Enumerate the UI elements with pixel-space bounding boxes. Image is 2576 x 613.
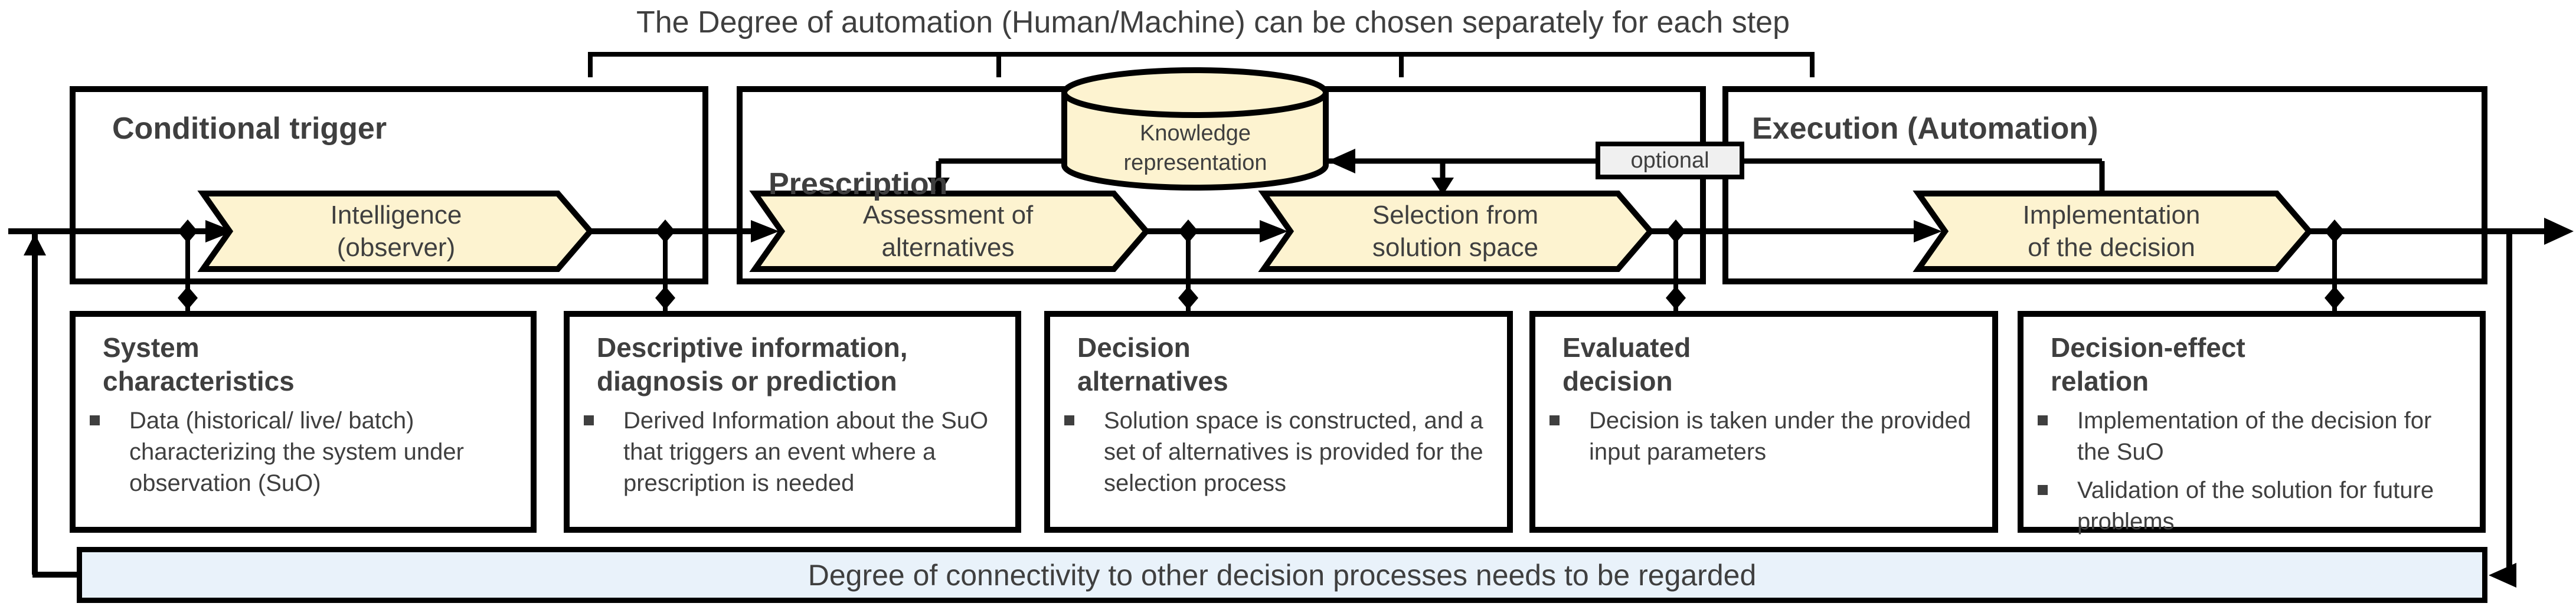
square-bullet-icon [2038, 415, 2048, 425]
down-arrowhead-icon [927, 178, 950, 195]
chevron-intelligence [197, 191, 594, 272]
bullet-text: Solution space is constructed, and a set… [1104, 408, 1483, 496]
bullet-item: Derived Information about the SuO that t… [584, 405, 1005, 499]
bullet-item: Validation of the solution for future pr… [2038, 475, 2469, 537]
section-label-execution: Execution (Automation) [1752, 112, 2098, 146]
junction-diamond-icon [178, 219, 198, 243]
bullet-item: Decision is taken under the provided inp… [1549, 405, 1982, 468]
artifact-heading: Descriptive information,diagnosis or pre… [597, 332, 908, 396]
junction-diamonds [178, 219, 2345, 310]
connectivity-bar: Degree of connectivity to other decision… [77, 547, 2487, 603]
feedback-right-connector [2489, 234, 2516, 588]
artifact-content: Descriptive information,diagnosis or pre… [570, 317, 1015, 499]
optional-tag: optional [1596, 142, 1744, 179]
square-bullet-icon [1549, 415, 1560, 425]
junction-diamond-icon [2325, 219, 2345, 243]
bullet-text: Implementation of the decision for the S… [2077, 408, 2432, 465]
chevron-assessment [749, 191, 1150, 272]
down-arrowhead-icon [1431, 178, 1454, 195]
section-label-conditional-trigger: Conditional trigger [112, 112, 387, 146]
cylinder-top [1061, 67, 1329, 118]
junction-diamond-icon [1666, 286, 1686, 310]
left-arrowhead-icon [1328, 149, 1355, 173]
right-arrowhead-icon [751, 220, 779, 242]
step-label-intelligence: Intelligence(observer) [330, 201, 462, 262]
steps-bracket [588, 52, 1815, 77]
bullet-text: Data (historical/ live/ batch) character… [129, 408, 464, 496]
junction-diamond-icon [1178, 219, 1198, 243]
bullet-text: Decision is taken under the provided inp… [1589, 408, 1972, 465]
diagram-title: The Degree of automation (Human/Machine)… [636, 5, 1790, 40]
junction-diamond-icon [1666, 219, 1686, 243]
junction-diamond-icon [1178, 286, 1198, 310]
left-arrowhead-icon [2489, 563, 2516, 588]
junction-diamond-icon [2325, 286, 2345, 310]
right-arrowhead-icon [1260, 220, 1288, 242]
junction-diamond-icon [655, 219, 675, 243]
junction-diamond-icon [655, 286, 675, 310]
artifact-box-descriptive-information: Descriptive information,diagnosis or pre… [564, 311, 1021, 533]
square-bullet-icon [90, 415, 100, 425]
square-bullet-icon [1064, 415, 1074, 425]
chevron-selection [1258, 191, 1655, 272]
section-label-prescription: Prescription [769, 167, 948, 201]
output-arrowhead-icon [2544, 218, 2574, 245]
feedback-left-connector [24, 234, 80, 578]
bullet-text: Derived Information about the SuO that t… [623, 408, 989, 496]
up-arrowhead-icon [24, 234, 46, 255]
section-box-execution [1722, 86, 2487, 284]
bullet-text: Validation of the solution for future pr… [2077, 477, 2434, 535]
chevron-implementation [1913, 191, 2313, 272]
square-bullet-icon [584, 415, 594, 425]
bullet-item: Implementation of the decision for the S… [2038, 405, 2469, 468]
right-arrowhead-icon [205, 220, 234, 242]
optional-tag-label: optional [1630, 147, 1709, 173]
connectivity-bar-text: Degree of connectivity to other decision… [808, 558, 1757, 592]
right-arrowhead-icon [1914, 220, 1942, 242]
cylinder-body [1061, 90, 1329, 191]
square-bullet-icon [2038, 485, 2048, 495]
knowledge-cylinder-icon [1061, 67, 1329, 191]
bullet-item: Data (historical/ live/ batch) character… [90, 405, 520, 499]
bullet-item: Solution space is constructed, and a set… [1064, 405, 1496, 499]
junction-diamond-icon [178, 286, 198, 310]
